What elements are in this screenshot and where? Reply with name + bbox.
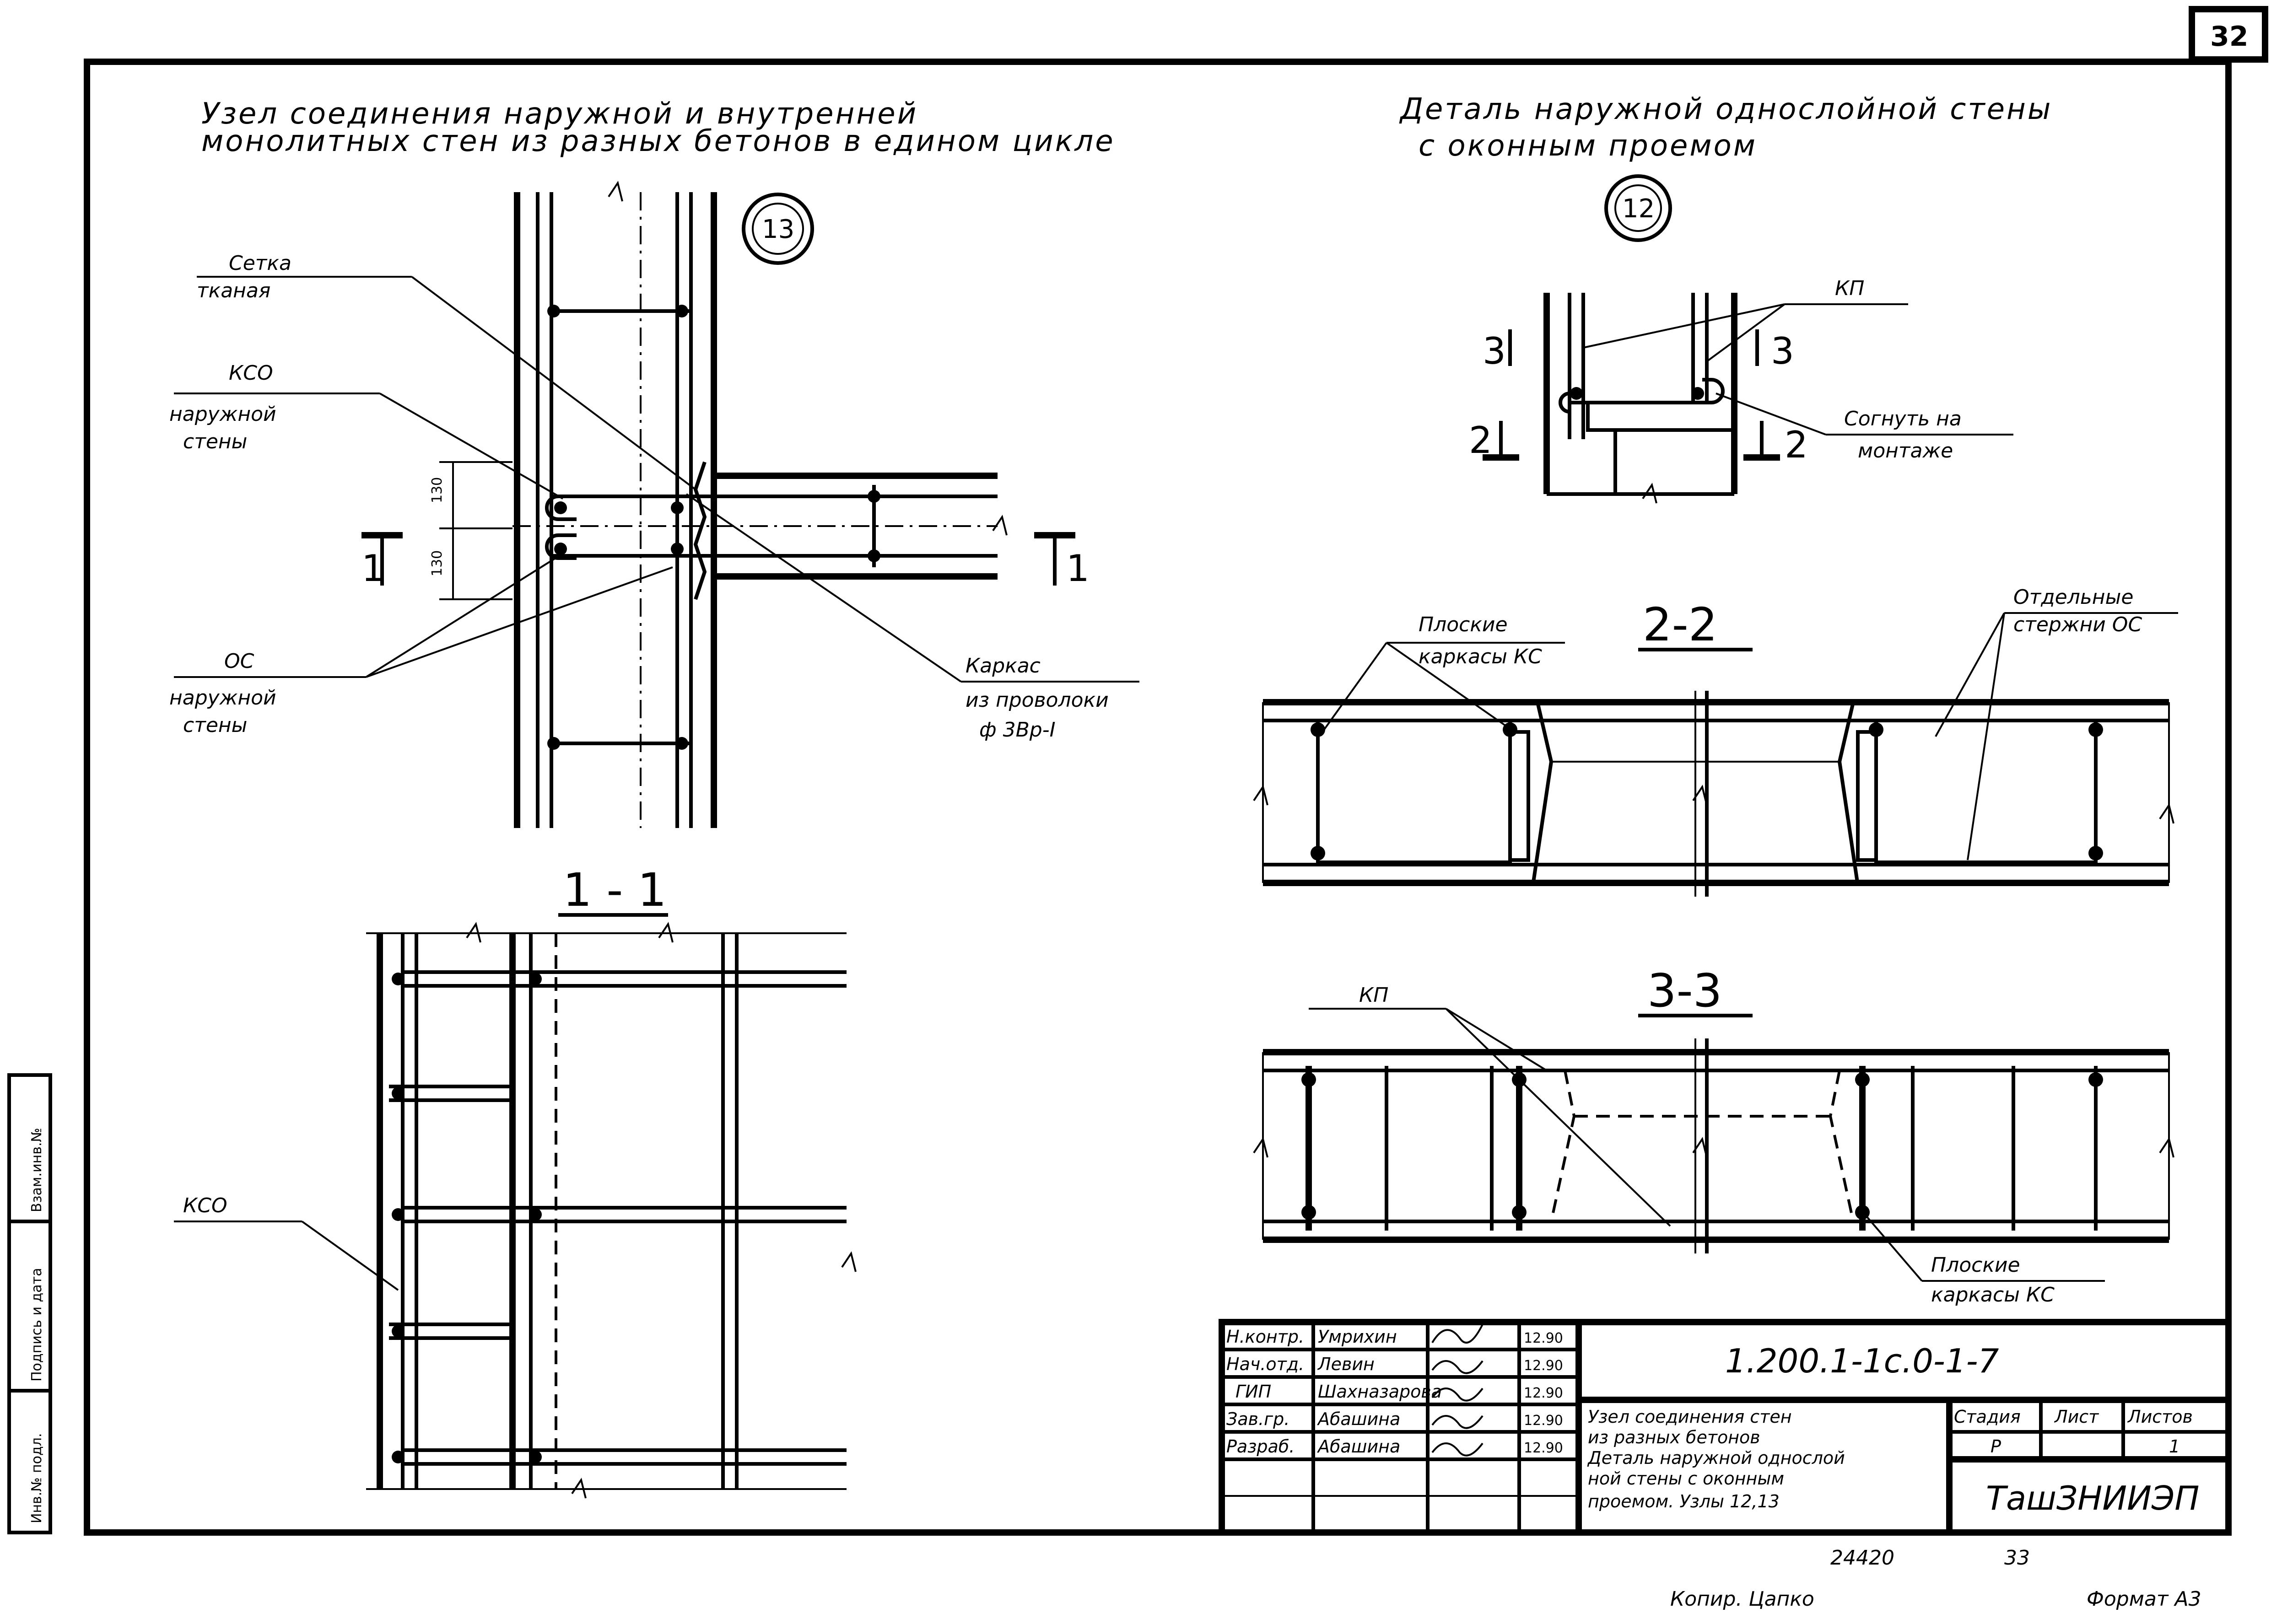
section-2-2-label-rods-2: стержни ОС [2013, 613, 2142, 636]
detail-13-label-kso-3: стены [183, 430, 247, 453]
section-2-2-label-flat-2: каркасы КС [1419, 645, 1542, 668]
tb-role-1: Нач.отд. [1226, 1354, 1304, 1374]
tb-role-0: Н.контр. [1226, 1327, 1304, 1347]
signature-3 [1431, 1415, 1484, 1429]
detail-13-label-os: ОС [224, 650, 254, 673]
detail-13-label-frame-3: ф 3Вр-I [979, 718, 1056, 742]
title-block: Н.контр. Умрихин 12.90 Нач.отд. Левин 12… [1219, 1319, 2232, 1536]
detail-13-marker: 13 [762, 215, 794, 244]
detail-13-cut-right: 1 [1066, 547, 1090, 590]
side-stamp: Инв.№ подл. Подпись и дата Взам.инв.№ [7, 1073, 52, 1534]
tb-date-1: 12.90 [1524, 1358, 1563, 1374]
detail-13-label-mesh-2: тканая [197, 279, 270, 302]
detail-12-label-bend-2: монтаже [1858, 439, 1953, 462]
detail-13-cut-left: 1 [361, 547, 385, 590]
section-3-3-title: 3-3 [1647, 964, 1722, 1017]
section-2-2-label-flat: Плоские [1419, 613, 1508, 636]
tb-name-0: Умрихин [1318, 1327, 1397, 1347]
signature-0 [1431, 1324, 1484, 1344]
tb-name-4: Абашина [1316, 1436, 1400, 1457]
tb-organization: ТашЗНИИЭП [1986, 1479, 2199, 1517]
section-2-2-title: 2-2 [1643, 598, 1717, 651]
page-number-tab: 32 [2189, 6, 2268, 63]
section-2-2: 2-2 Плоские каркасы КС Отдельные [1253, 586, 2178, 897]
tb-desc-3: Деталь наружной однослой [1587, 1448, 1845, 1468]
detail-12-cut3-right: 3 [1771, 330, 1794, 372]
section-2-2-label-rods: Отдельные [2013, 586, 2133, 609]
signature-2 [1431, 1387, 1484, 1402]
detail-12-label-bend: Согнуть на [1844, 407, 1962, 430]
tb-desc-2: из разных бетонов [1588, 1427, 1760, 1447]
tb-desc-5: проемом. Узлы 12,13 [1588, 1491, 1780, 1511]
drawing-frame [84, 59, 2232, 1536]
footer: 24420 33 Копир. Цапко Формат А3 [1670, 1546, 2201, 1611]
signature-4 [1431, 1442, 1484, 1457]
detail-13-label-kso: КСО [229, 361, 273, 385]
tb-sheets-header: Листов [2127, 1407, 2193, 1427]
tb-role-2: ГИП [1235, 1382, 1271, 1402]
detail-13-label-os-2: наружной [169, 686, 276, 710]
detail-13-marker-inner [752, 203, 804, 255]
tb-role-3: Зав.гр. [1226, 1409, 1289, 1429]
footer-sheet: 33 [2004, 1546, 2030, 1570]
section-3-3-label-kp: КП [1359, 984, 1388, 1007]
detail-12: Деталь наружной однослойной стены с окон… [1399, 92, 2052, 504]
footer-number: 24420 [1830, 1546, 1894, 1570]
detail-12-title-line2: с оконным проемом [1419, 129, 1757, 163]
detail-13-label-kso-2: наружной [169, 403, 276, 426]
detail-13-dim-top: 130 [429, 477, 445, 503]
footer-format: Формат А3 [2087, 1587, 2201, 1611]
detail-13-label-frame-2: из проволоки [966, 688, 1109, 712]
tb-date-4: 12.90 [1524, 1440, 1563, 1456]
tb-sheet-header: Лист [2054, 1407, 2099, 1427]
section-1-1-title: 1 - 1 [563, 863, 667, 917]
tb-code: 1.200.1-1с.0-1-7 [1725, 1342, 1999, 1380]
tb-date-3: 12.90 [1524, 1413, 1563, 1429]
side-stamp-replace: Взам.инв.№ [29, 1128, 45, 1212]
detail-13-label-frame: Каркас [966, 654, 1041, 678]
section-1-1: 1 - 1 КСО [174, 863, 857, 1499]
section-3-3-label-flat: Плоские [1931, 1253, 2020, 1277]
detail-12-marker-inner [1614, 184, 1662, 232]
detail-13: Узел соединения наружной и внутренней мо… [169, 97, 1139, 828]
detail-12-title-line1: Деталь наружной однослойной стены [1399, 92, 2052, 126]
tb-name-2: Шахназарова [1318, 1382, 1442, 1402]
tb-sheets-value: 1 [2169, 1436, 2180, 1457]
tb-date-0: 12.90 [1524, 1330, 1563, 1346]
section-3-3-label-flat-2: каркасы КС [1931, 1283, 2055, 1307]
detail-13-label-mesh: Сетка [229, 252, 291, 275]
detail-13-marker-outer [742, 193, 814, 265]
tb-date-2: 12.90 [1524, 1385, 1563, 1401]
detail-13-title-line1: Узел соединения наружной и внутренней [201, 97, 918, 131]
detail-12-marker: 12 [1622, 194, 1655, 224]
page-number: 32 [2210, 21, 2249, 53]
signature-1 [1431, 1360, 1484, 1374]
detail-13-dim-bottom: 130 [429, 550, 445, 576]
tb-name-1: Левин [1317, 1354, 1375, 1374]
detail-12-marker-outer [1604, 174, 1672, 242]
tb-role-4: Разраб. [1226, 1436, 1295, 1457]
tb-name-3: Абашина [1316, 1409, 1400, 1429]
tb-stage-value: Р [1991, 1436, 2001, 1457]
section-3-3: 3-3 КП Плоские каркасы КС [1253, 964, 2174, 1307]
tb-desc-4: ной стены с оконным [1588, 1468, 1784, 1489]
section-1-1-label-kso: КСО [183, 1194, 227, 1217]
detail-13-title-line2: монолитных стен из разных бетонов в един… [201, 124, 1115, 158]
tb-desc-1: Узел соединения стен [1588, 1407, 1792, 1427]
side-stamp-inv: Инв.№ подл. [29, 1433, 45, 1523]
detail-12-cut3-left: 3 [1483, 330, 1506, 372]
footer-copied: Копир. Цапко [1670, 1587, 1814, 1611]
detail-12-cut2-right: 2 [1785, 424, 1808, 466]
side-stamp-sign: Подпись и дата [29, 1268, 45, 1382]
detail-12-label-kp: КП [1835, 277, 1864, 300]
tb-stage-header: Стадия [1954, 1407, 2021, 1427]
detail-13-label-os-3: стены [183, 714, 247, 737]
